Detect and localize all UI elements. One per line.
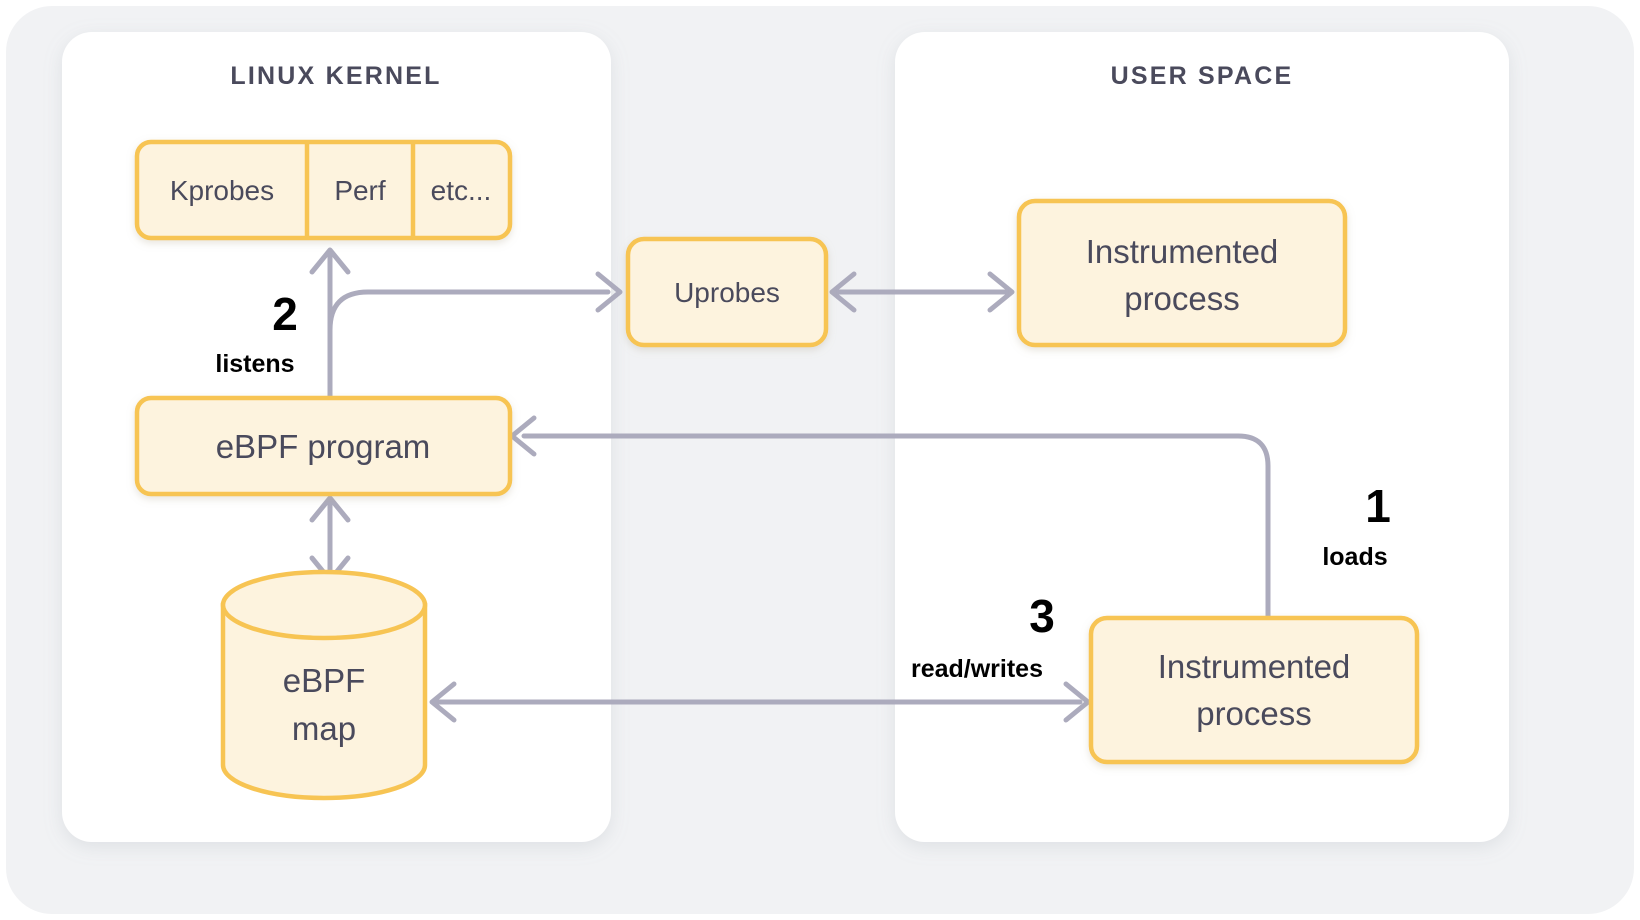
ebpf-map-cylinder[interactable]: eBPF map	[220, 569, 428, 801]
ebpf-map-cylinder-top	[220, 569, 428, 641]
step-label-read-writes: 3 read/writes	[911, 590, 1055, 683]
ebpf-program-box[interactable]: eBPF program	[134, 395, 513, 497]
step-label-loads: 1 loads	[1322, 480, 1390, 571]
instrumented-process-top-box[interactable]: Instrumented process	[1016, 198, 1348, 348]
uprobes-label: Uprobes	[674, 277, 780, 308]
probe-cell-perf-label: Perf	[334, 175, 386, 206]
connector-map-to-process-readwrites	[429, 681, 1091, 723]
step-readwrites-number: 3	[1029, 590, 1055, 642]
step-loads-word: loads	[1322, 543, 1387, 571]
instrumented-process-top-label-line2: process	[1124, 280, 1240, 317]
step-readwrites-word: read/writes	[911, 655, 1043, 683]
connector-program-to-uprobes	[327, 271, 623, 333]
probe-sources-box-frame	[134, 139, 513, 241]
step-loads-number: 1	[1365, 480, 1391, 532]
probe-sources-box[interactable]: Kprobes Perf etc...	[134, 139, 513, 241]
instrumented-process-top-frame	[1016, 198, 1348, 348]
step-listens-number: 2	[272, 288, 298, 340]
instrumented-process-top-label-line1: Instrumented	[1086, 233, 1279, 270]
probe-cell-etc-label: etc...	[431, 175, 492, 206]
ebpf-program-box-frame	[134, 395, 513, 497]
probe-cell-kprobes-label: Kprobes	[170, 175, 274, 206]
step-label-listens: 2 listens	[215, 288, 297, 378]
step-listens-word: listens	[215, 350, 294, 378]
uprobes-box[interactable]: Uprobes	[625, 236, 829, 348]
instrumented-process-bottom-label-line1: Instrumented	[1158, 648, 1351, 685]
ebpf-map-label-line1: eBPF	[283, 662, 366, 699]
ebpf-program-label: eBPF program	[216, 428, 431, 465]
panel-user-space-title: USER SPACE	[1111, 62, 1294, 90]
connectors	[309, 247, 1271, 723]
panel-linux-kernel-title: LINUX KERNEL	[230, 62, 441, 90]
uprobes-box-frame	[625, 236, 829, 348]
instrumented-process-bottom-label-line2: process	[1196, 695, 1312, 732]
instrumented-process-bottom-box[interactable]: Instrumented process	[1088, 615, 1420, 765]
connector-uprobes-to-process-top	[829, 271, 1015, 313]
instrumented-process-bottom-frame	[1088, 615, 1420, 765]
ebpf-map-label-line2: map	[292, 710, 356, 747]
ebpf-map-cylinder-body	[220, 602, 428, 801]
